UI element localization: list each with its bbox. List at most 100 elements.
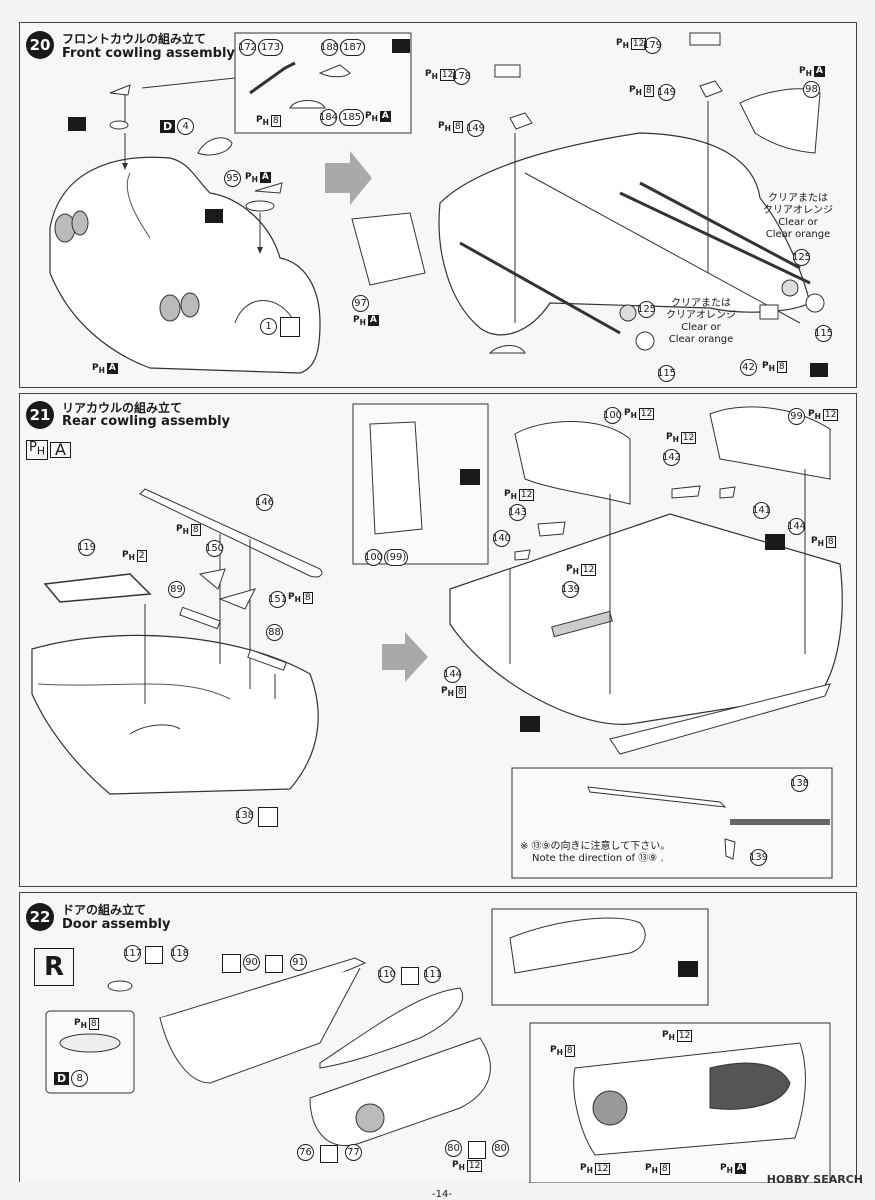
part-184: 184 [319,109,338,126]
bowtie-icon [401,967,419,985]
cement-icon [222,954,241,973]
part-99b: 99 [788,408,805,425]
side-letter: R [34,948,74,986]
part-80-b: 80 [492,1140,509,1157]
part-91: 91 [290,954,307,971]
part-139-note: 139 [749,849,768,866]
bowtie-icon [320,1145,338,1163]
step-title-en: Front cowling assembly [62,46,235,61]
part-125-a: 125 [792,249,811,266]
hobby-search-logo: HOBBY SEARCH [766,1173,863,1186]
step-title-en: Rear cowling assembly [62,414,231,429]
part-140: 140 [492,530,511,547]
part-173: (173) [257,39,284,56]
bowtie-icon [468,1141,486,1159]
step-22-panel: 22 ドアの組み立て Door assembly R 117 118 90 91… [19,892,857,1183]
direction-note: ※ ⑬⑨の向きに注意して下さい。 Note the direction of ⑬… [520,841,671,864]
part-42: 42 [740,359,757,376]
part-77: 77 [345,1144,362,1161]
part-100b: 100 [603,407,622,424]
glue-icon [68,117,86,131]
part-118: 118 [170,945,189,962]
part-143: 143 [508,504,527,521]
bowtie-icon [265,955,283,973]
clear-note-1: クリアまたは クリアオレンジ Clear or Clear orange [763,193,833,240]
part-150: 150 [205,540,224,557]
step-title-jp: フロントカウルの組み立て [62,32,207,46]
part-111: 111 [423,966,442,983]
part-139: 139 [561,581,580,598]
step-number: 21 [26,401,54,429]
step-number: 20 [26,31,54,59]
clear-note-2: クリアまたは クリアオレンジ Clear or Clear orange [666,298,736,345]
glue-icon [205,209,223,223]
step-title-jp: ドアの組み立て [62,903,147,917]
part-178: 178 [452,68,471,85]
part-76: 76 [297,1144,314,1161]
part-138: 138 [235,807,254,824]
part-125-b: 125 [637,301,656,318]
part-144b: 144 [787,518,806,535]
bowtie-icon [145,946,163,964]
cement-icon [280,317,300,337]
part-1: 1 [260,318,277,335]
glue-icon [520,716,540,732]
part-99-paren: (99) [384,549,408,566]
part-149-b: 149 [657,84,676,101]
part-149-a: 149 [466,120,485,137]
part-179: 179 [643,37,662,54]
cement-icon [258,807,278,827]
part-138-note: 138 [790,775,809,792]
part-100: 100 [364,549,383,566]
part-185: (185) [338,109,365,126]
glue-icon [765,534,785,550]
step-20-panel: 20 フロントカウルの組み立て Front cowling assembly [19,22,857,388]
part-151: 151 [268,591,287,608]
part-95: 95 [224,170,241,187]
part-90: 90 [243,954,260,971]
door-drawing [45,908,831,1183]
glue-icon [460,469,480,485]
front-cowl-drawing [49,32,825,374]
part-188: 188 [320,39,339,56]
part-115-a: 115 [814,325,833,342]
glue-icon [678,961,698,977]
part-146: 146 [255,494,274,511]
step-title-en: Door assembly [62,917,171,932]
part-80-a: 80 [445,1140,462,1157]
page-number: -14- [432,1189,452,1200]
part-172: 172 [238,39,257,56]
part-88: 88 [266,624,283,641]
part-117: 117 [123,945,142,962]
part-98: 98 [803,81,820,98]
glue-icon [810,363,828,377]
glue-icon [392,39,410,53]
